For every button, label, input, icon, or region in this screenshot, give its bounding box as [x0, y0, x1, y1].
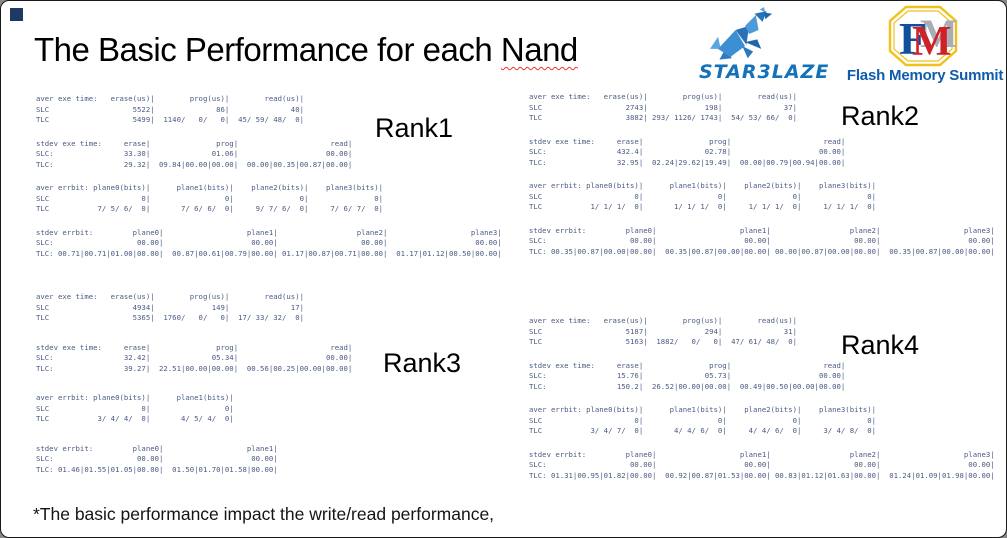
rank4-data-block: aver exe time: erase(us)| prog(us)| read… [529, 316, 995, 494]
section-exe-aver: aver exe time: erase(us)| prog(us)| read… [36, 292, 304, 322]
starblaze-logo: STAR3LAZE [693, 6, 843, 86]
svg-text:F: F [899, 13, 927, 64]
corner-accent-square [10, 8, 23, 21]
title-text: The Basic Performance for each [34, 31, 501, 68]
section-err-stdev: stdev errbit: plane0| plane1| plane2| pl… [36, 227, 502, 258]
section-err-aver: aver errbit: plane0(bits)| plane1(bits)|… [36, 393, 234, 423]
section-err-stdev: stdev errbit: plane0| plane1| plane2| pl… [529, 449, 995, 480]
rank2-label: Rank2 [841, 101, 920, 131]
rank4-label: Rank4 [841, 330, 920, 360]
rank2-data-block: aver exe time: erase(us)| prog(us)| read… [529, 92, 995, 270]
section-err-aver: aver errbit: plane0(bits)| plane1(bits)|… [36, 183, 384, 213]
rank1-label: Rank1 [375, 113, 454, 143]
section-exe-stdev: stdev exe time: erase| prog| read| SLC: … [529, 360, 846, 391]
svg-text:M: M [912, 19, 952, 65]
footnote: *The basic performance impact the write/… [33, 504, 495, 524]
section-err-aver: aver errbit: plane0(bits)| plane1(bits)|… [529, 405, 877, 435]
flash-memory-summit-logo: M F M Flash Memory Summit [841, 4, 1006, 90]
section-exe-stdev: stdev exe time: erase| prog| read| SLC: … [36, 138, 353, 169]
section-err-aver: aver errbit: plane0(bits)| plane1(bits)|… [529, 181, 877, 211]
fms-icon: M F M [888, 5, 958, 67]
svg-text:M: M [920, 11, 958, 56]
title-misspelled-word: Nand [500, 31, 578, 68]
horse-icon [709, 7, 773, 60]
rank3-label: Rank3 [383, 348, 462, 378]
section-exe-aver: aver exe time: erase(us)| prog(us)| read… [529, 316, 797, 346]
section-exe-stdev: stdev exe time: erase| prog| read| SLC: … [529, 136, 846, 167]
starblaze-wordmark: STAR3LAZE [699, 61, 830, 83]
section-err-stdev: stdev errbit: plane0| plane1| SLC: 00.00… [36, 443, 278, 474]
fms-wordmark: Flash Memory Summit [846, 67, 1004, 84]
rank1-data-block: aver exe time: erase(us)| prog(us)| read… [36, 94, 502, 272]
rank3-data-block: aver exe time: erase(us)| prog(us)| read… [36, 292, 352, 494]
section-exe-stdev: stdev exe time: erase| prog| read| SLC: … [36, 342, 353, 373]
page-title: The Basic Performance for each Nand [34, 31, 578, 69]
section-exe-aver: aver exe time: erase(us)| prog(us)| read… [36, 94, 304, 124]
section-exe-aver: aver exe time: erase(us)| prog(us)| read… [529, 92, 797, 122]
section-err-stdev: stdev errbit: plane0| plane1| plane2| pl… [529, 225, 995, 256]
